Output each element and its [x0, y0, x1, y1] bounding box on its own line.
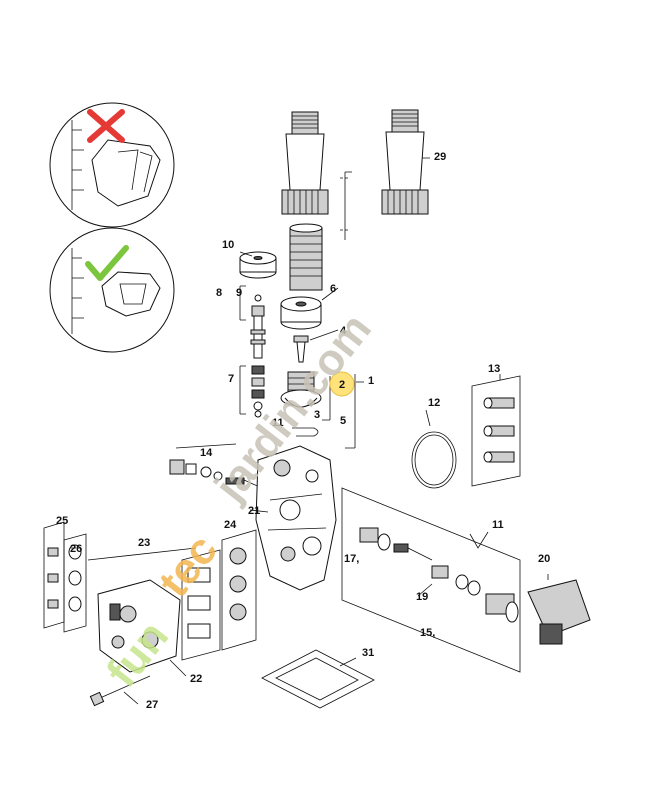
label-17: 17,	[344, 553, 359, 565]
label-29: 29	[434, 151, 446, 163]
label-25: 25	[56, 515, 68, 527]
part-20-switch	[527, 574, 591, 645]
label-9: 9	[236, 287, 242, 299]
filter-housing-left	[281, 111, 329, 215]
cross-icon	[87, 109, 125, 143]
filter-cartridge	[289, 223, 323, 291]
filter-housing-29	[381, 109, 429, 215]
check-icon	[85, 245, 129, 281]
part-26-seals	[63, 533, 87, 633]
label-8: 8	[216, 287, 222, 299]
part-31-gasket	[261, 649, 375, 709]
part-25-bracket	[43, 521, 65, 629]
label-15: 15,	[420, 627, 435, 639]
label-6: 6	[330, 283, 336, 295]
part-23-plungers	[181, 549, 221, 661]
label-22: 22	[190, 673, 202, 685]
part-10-disc	[239, 251, 277, 279]
label-11-right: 11	[492, 519, 504, 531]
label-21: 21	[248, 505, 260, 517]
label-3: 3	[314, 409, 320, 421]
part-7-spring	[251, 365, 265, 418]
label-20: 20	[538, 553, 550, 565]
part-13-seal-set	[471, 375, 521, 487]
label-31: 31	[362, 647, 374, 659]
part-11-clip-right	[469, 531, 489, 549]
label-11-top: 11	[272, 417, 284, 429]
part-2-valve-housing	[280, 371, 322, 408]
label-10: 10	[222, 239, 234, 251]
label-5: 5	[340, 415, 346, 427]
part-8-valve-stem	[250, 294, 266, 359]
label-14: 14	[200, 447, 213, 459]
label-26: 26	[70, 543, 82, 555]
label-23: 23	[138, 537, 150, 549]
watermark-logo: jardin.com tec fun	[97, 305, 381, 696]
part-4-bolt	[293, 335, 309, 363]
part-27-bolt	[89, 675, 151, 707]
highlight-label: 2	[339, 379, 345, 391]
inset-right	[49, 227, 175, 353]
label-13: 13	[488, 363, 500, 375]
part-22-crankcase	[97, 579, 181, 673]
part-6-disc	[280, 296, 322, 330]
label-24: 24	[224, 519, 237, 531]
part-12-oring	[411, 431, 457, 489]
label-4: 4	[340, 325, 347, 337]
part-24-valves	[221, 529, 257, 651]
highlight-badge: 2	[329, 371, 355, 397]
pump-head	[255, 445, 337, 591]
part-11-clip	[292, 427, 319, 437]
label-12: 12	[428, 397, 440, 409]
label-27: 27	[146, 699, 158, 711]
callout-labels: 1 3 4 5 6 7 8 9 10 11 11 12 13 14 15, 17…	[56, 151, 550, 711]
inset-wrong	[49, 102, 175, 228]
label-1: 1	[368, 375, 374, 387]
part-14-fittings	[169, 459, 263, 489]
label-19: 19	[416, 591, 428, 603]
part-15-unloader-box	[341, 487, 521, 673]
label-7: 7	[228, 373, 234, 385]
